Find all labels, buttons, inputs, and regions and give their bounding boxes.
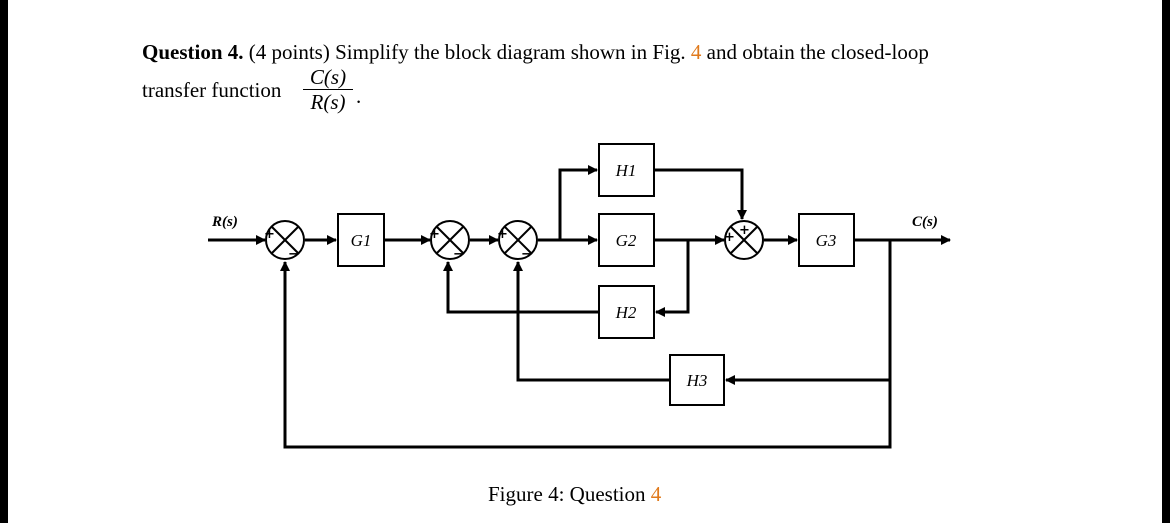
wire-h2-s2	[443, 261, 599, 314]
wire-to-h1	[558, 165, 598, 240]
wire-h3-s3	[513, 261, 670, 382]
document-page: Question 4. (4 points) Simplify the bloc…	[8, 0, 1162, 523]
summing-junction-1	[265, 220, 305, 260]
summing-junction-4	[724, 220, 764, 260]
label-g1: G1	[351, 231, 372, 250]
label-h2: H2	[615, 303, 637, 322]
block-h2	[598, 285, 655, 339]
summing-junction-3	[498, 220, 538, 260]
sign-s2-plus: +	[429, 227, 440, 242]
wire-to-h2	[655, 240, 690, 317]
label-g3: G3	[816, 231, 837, 250]
figure-reference-link[interactable]: 4	[690, 40, 702, 64]
wire-unity-feedback	[280, 261, 892, 449]
transfer-function-label: transfer function	[142, 78, 282, 102]
question-points: (4 points)	[248, 40, 330, 64]
transfer-function-fraction: C(s) R(s)	[303, 66, 353, 114]
sign-s2-minus: −	[453, 247, 464, 262]
sign-s3-plus: +	[497, 227, 508, 242]
label-h1: H1	[615, 161, 637, 180]
fraction-numerator: C(s)	[303, 66, 353, 90]
end-punctuation: .	[356, 84, 362, 108]
sign-s3-minus: −	[521, 247, 532, 262]
question-label: Question 4.	[142, 40, 244, 64]
sign-s4-plus-left: +	[724, 230, 735, 245]
block-g3	[798, 213, 855, 267]
wire-h1-s4	[654, 168, 747, 220]
block-h1	[598, 143, 655, 197]
output-label: C(s)	[912, 214, 938, 230]
label-g2: G2	[616, 231, 637, 250]
question-text: Simplify the block diagram shown in Fig.	[335, 40, 686, 64]
question-line: Question 4. (4 points) Simplify the bloc…	[142, 40, 929, 65]
summing-junction-2	[430, 220, 470, 260]
block-g2	[598, 213, 655, 267]
caption-text: Figure 4: Question	[488, 482, 646, 506]
sign-s4-plus-top: +	[739, 223, 750, 238]
figure-caption: Figure 4: Question 4	[488, 482, 661, 507]
input-label: R(s)	[211, 214, 238, 230]
block-h3	[669, 354, 725, 406]
fraction-denominator: R(s)	[310, 90, 346, 114]
caption-reference-link[interactable]: 4	[650, 482, 662, 506]
sign-s1-plus: +	[264, 227, 275, 242]
label-h3: H3	[686, 371, 708, 390]
sign-s1-minus: −	[288, 247, 299, 262]
block-g1	[337, 213, 385, 267]
question-text-after: and obtain the closed-loop	[706, 40, 929, 64]
